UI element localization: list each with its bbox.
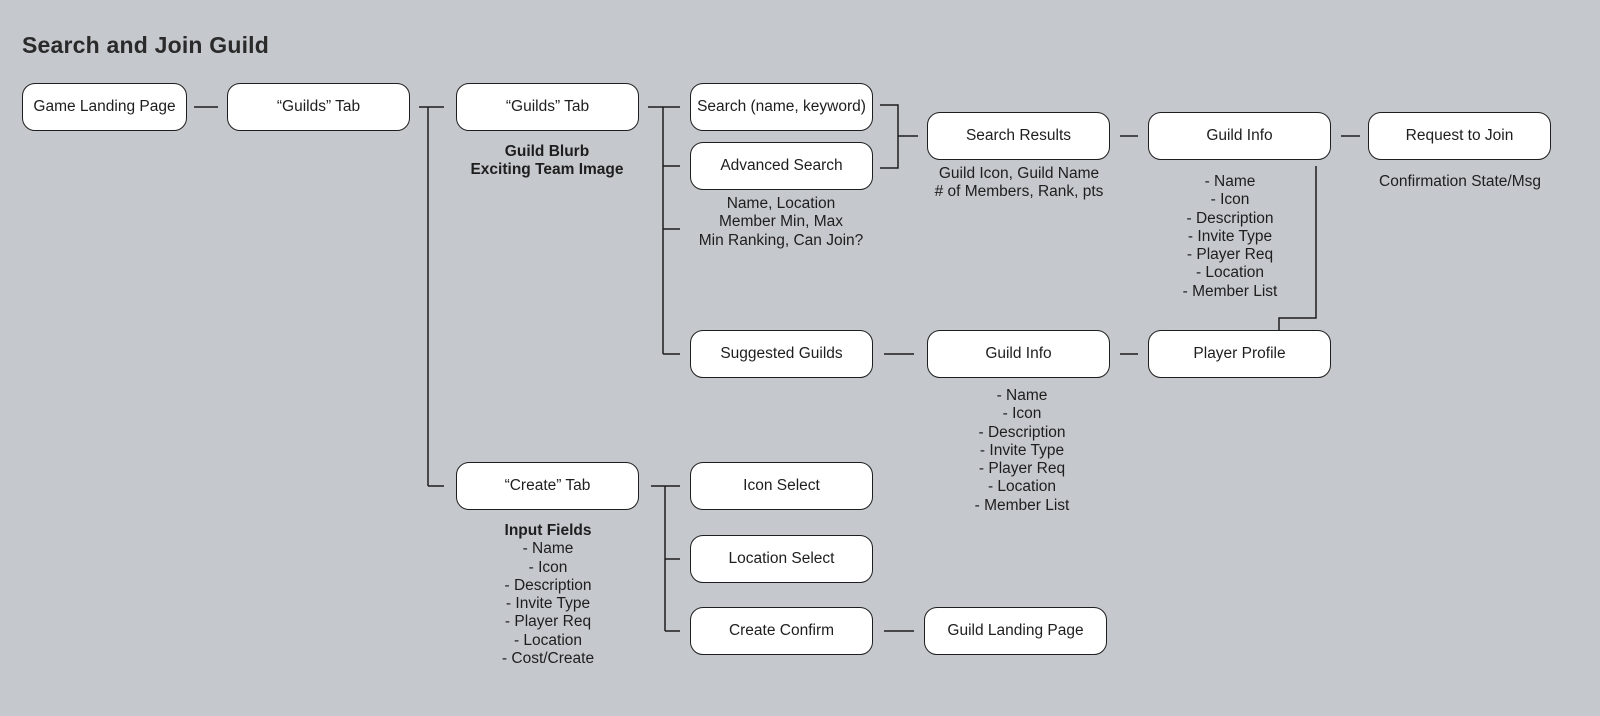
- note-guild-info-top: - Name - Icon - Description - Invite Typ…: [1130, 173, 1330, 301]
- note-line: - Invite Type: [979, 441, 1065, 459]
- note-line: Guild Blurb: [504, 143, 590, 160]
- note-line: - Location: [1195, 264, 1265, 282]
- node-guild-info-mid[interactable]: Guild Info: [927, 330, 1110, 378]
- note-line: - Cost/Create: [501, 650, 595, 668]
- node-search[interactable]: Search (name, keyword): [690, 83, 873, 131]
- note-advanced-search: Name, Location Member Min, Max Min Ranki…: [671, 195, 891, 250]
- note-line: - Invite Type: [505, 595, 591, 613]
- node-suggested-guilds[interactable]: Suggested Guilds: [690, 330, 873, 378]
- note-line: - Member List: [974, 496, 1070, 514]
- note-line: - Location: [513, 631, 583, 649]
- node-icon-select[interactable]: Icon Select: [690, 462, 873, 510]
- node-guilds-tab[interactable]: “Guilds” Tab: [227, 83, 410, 131]
- note-line: - Player Req: [978, 460, 1066, 478]
- page-title: Search and Join Guild: [22, 32, 270, 58]
- node-guilds-tab-detail[interactable]: “Guilds” Tab: [456, 83, 639, 131]
- note-line: # of Members, Rank, pts: [934, 183, 1104, 201]
- node-game-landing-page[interactable]: Game Landing Page: [22, 83, 187, 131]
- note-line: - Description: [1186, 209, 1274, 227]
- note-request-to-join: Confirmation State/Msg: [1355, 173, 1565, 191]
- note-line: - Player Req: [1186, 246, 1274, 264]
- note-line: - Member List: [1182, 282, 1278, 300]
- note-line: Guild Icon, Guild Name: [938, 165, 1100, 182]
- node-guild-info-top[interactable]: Guild Info: [1148, 112, 1331, 160]
- note-guilds-tab: Guild Blurb Exciting Team Image: [447, 143, 647, 180]
- note-line: - Invite Type: [1187, 227, 1273, 245]
- note-line: - Name: [996, 387, 1048, 404]
- node-advanced-search[interactable]: Advanced Search: [690, 142, 873, 190]
- node-player-profile[interactable]: Player Profile: [1148, 330, 1331, 378]
- node-search-results[interactable]: Search Results: [927, 112, 1110, 160]
- note-guild-info-mid: - Name - Icon - Description - Invite Typ…: [922, 387, 1122, 515]
- note-line: - Name: [522, 540, 574, 558]
- node-request-to-join[interactable]: Request to Join: [1368, 112, 1551, 160]
- note-create-tab: Input Fields - Name - Icon - Description…: [448, 522, 648, 668]
- note-line: - Location: [987, 478, 1057, 496]
- note-line: Min Ranking, Can Join?: [698, 231, 864, 249]
- note-line: - Description: [504, 576, 592, 594]
- node-guild-landing-page[interactable]: Guild Landing Page: [924, 607, 1107, 655]
- note-line: - Description: [978, 423, 1066, 441]
- note-line: - Name: [1204, 173, 1256, 190]
- note-line: Confirmation State/Msg: [1379, 173, 1541, 190]
- node-create-tab[interactable]: “Create” Tab: [456, 462, 639, 510]
- note-line: - Icon: [1210, 191, 1250, 209]
- note-line: Name, Location: [726, 195, 836, 212]
- note-line: Exciting Team Image: [470, 161, 624, 179]
- node-create-confirm[interactable]: Create Confirm: [690, 607, 873, 655]
- note-line: - Icon: [528, 558, 568, 576]
- note-line: - Player Req: [504, 613, 592, 631]
- note-search-results: Guild Icon, Guild Name # of Members, Ran…: [909, 165, 1129, 202]
- note-heading: Input Fields: [504, 522, 592, 539]
- note-line: - Icon: [1002, 405, 1042, 423]
- node-location-select[interactable]: Location Select: [690, 535, 873, 583]
- note-line: Member Min, Max: [718, 213, 844, 231]
